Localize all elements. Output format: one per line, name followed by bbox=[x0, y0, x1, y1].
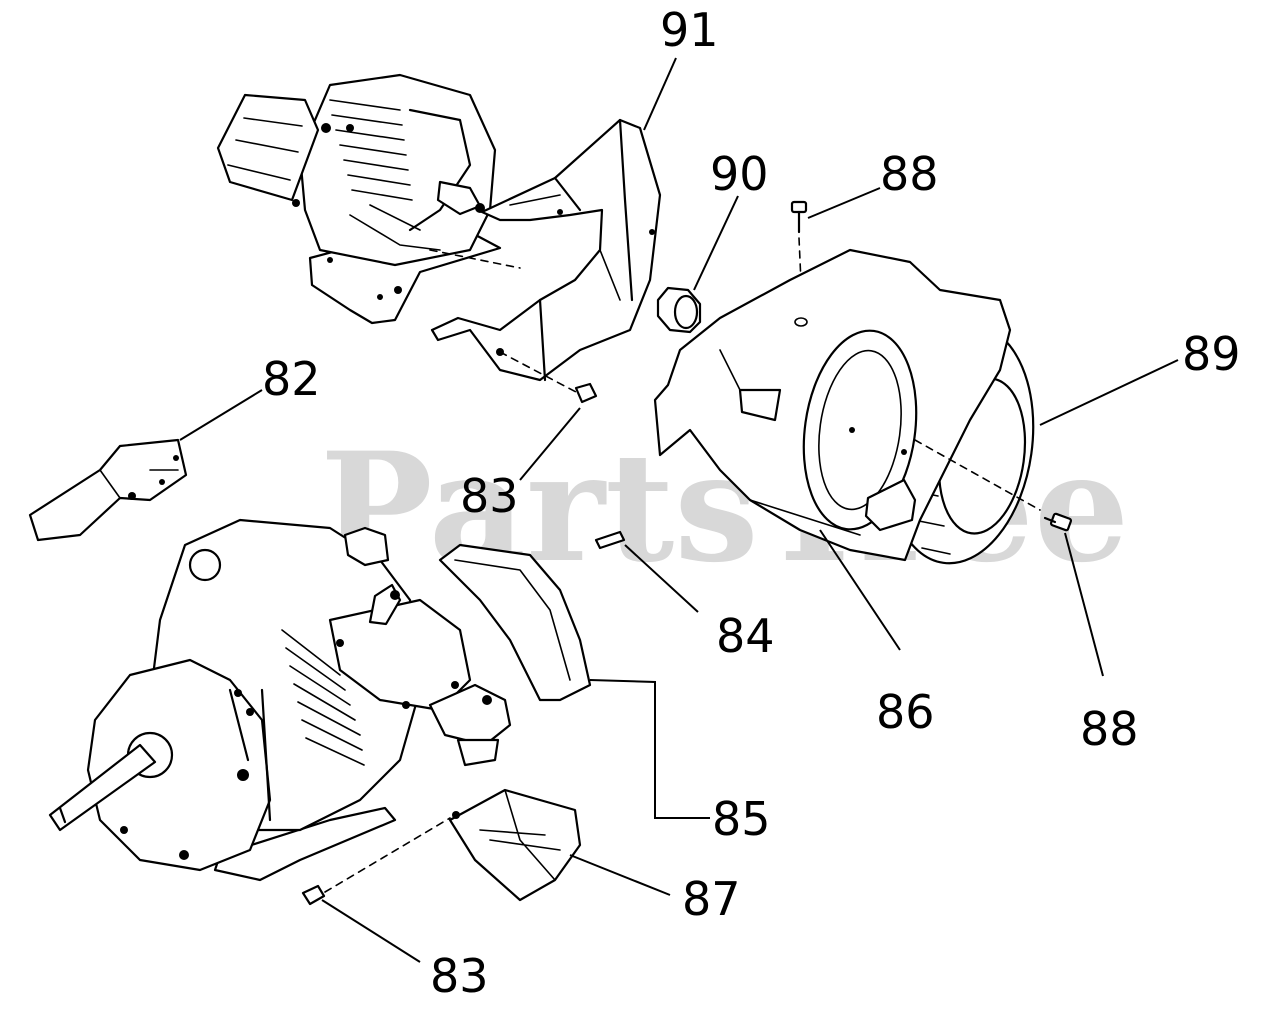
screw-88-right bbox=[1043, 512, 1073, 532]
leader-88b bbox=[1064, 532, 1104, 677]
callout-85: 85 bbox=[712, 792, 771, 846]
leader-86 bbox=[819, 529, 901, 651]
callout-labels: 91 90 88 89 82 83 84 86 88 85 87 83 bbox=[262, 3, 1241, 1003]
screw-83-lower bbox=[301, 817, 451, 906]
fan-housing-86 bbox=[653, 248, 1041, 562]
screw-83-upper bbox=[499, 351, 598, 404]
callout-88-top: 88 bbox=[880, 147, 939, 201]
bracket-82 bbox=[28, 438, 188, 542]
leader-88a bbox=[807, 187, 881, 219]
cover-87 bbox=[448, 788, 582, 902]
engine-assembly-top bbox=[216, 73, 521, 325]
bushing-90 bbox=[656, 286, 702, 334]
leader-82 bbox=[179, 389, 263, 441]
callout-83-lower: 83 bbox=[430, 949, 489, 1003]
engine-assembly-bottom bbox=[48, 518, 512, 882]
callout-90: 90 bbox=[710, 147, 769, 201]
blower-shroud-91 bbox=[430, 118, 662, 382]
leader-83b bbox=[321, 899, 421, 963]
screw-88-top bbox=[790, 200, 808, 306]
leader-84 bbox=[624, 544, 699, 613]
leader-85 bbox=[589, 679, 710, 819]
leader-91 bbox=[643, 57, 677, 131]
callout-82: 82 bbox=[262, 352, 321, 406]
leader-83a bbox=[519, 407, 581, 481]
leader-90 bbox=[693, 195, 739, 291]
callout-88-right: 88 bbox=[1080, 702, 1139, 756]
leader-lines bbox=[179, 57, 1179, 963]
callout-91: 91 bbox=[660, 3, 719, 57]
callout-86: 86 bbox=[876, 685, 935, 739]
leader-89 bbox=[1039, 359, 1179, 426]
callout-83-upper: 83 bbox=[460, 469, 519, 523]
callout-87: 87 bbox=[682, 872, 741, 926]
callout-89: 89 bbox=[1182, 327, 1241, 381]
leader-87 bbox=[569, 854, 671, 896]
stud-84 bbox=[594, 530, 626, 550]
callout-84: 84 bbox=[716, 609, 775, 663]
gasket-85 bbox=[438, 543, 592, 702]
